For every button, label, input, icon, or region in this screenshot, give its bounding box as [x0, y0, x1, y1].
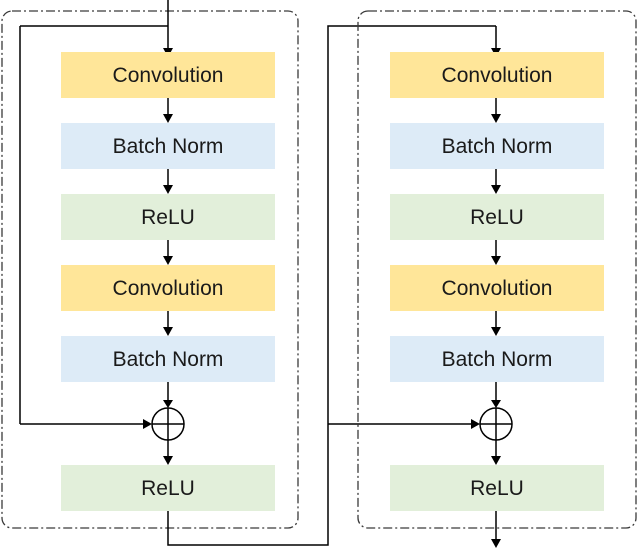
arrow-right-icon — [143, 419, 152, 429]
arrow-down-icon — [491, 327, 501, 336]
block-2-frame — [357, 10, 637, 529]
layer-conv-1: Convolution — [61, 52, 275, 98]
arrow-down-icon — [163, 256, 173, 265]
layer-label: ReLU — [470, 206, 524, 229]
circled-plus-icon — [479, 407, 513, 441]
layer-label: ReLU — [141, 206, 195, 229]
arrow-down-icon — [491, 256, 501, 265]
arrow-down-icon — [163, 114, 173, 123]
arrow-down-icon — [491, 400, 501, 408]
layer-label: Convolution — [113, 277, 224, 300]
layer-batchnorm-1: Batch Norm — [390, 123, 604, 169]
layer-label: Convolution — [113, 64, 224, 87]
arrow-down-icon — [163, 456, 173, 465]
layer-relu-output: ReLU — [390, 465, 604, 511]
layer-batchnorm-2: Batch Norm — [390, 336, 604, 382]
layer-conv-2: Convolution — [390, 265, 604, 311]
layer-relu-1: ReLU — [390, 194, 604, 240]
layer-label: Batch Norm — [113, 348, 224, 371]
inter-block-connection — [167, 25, 496, 546]
arrow-down-icon — [163, 400, 173, 408]
layer-relu-1: ReLU — [61, 194, 275, 240]
circled-plus-icon — [151, 407, 185, 441]
residual-block-1: Convolution Batch Norm ReLU Convolution … — [1, 0, 299, 529]
arrow-down-icon — [491, 539, 501, 548]
residual-block-2: Convolution Batch Norm ReLU Convolution … — [328, 10, 637, 548]
layer-label: ReLU — [470, 477, 524, 500]
block-1-frame — [1, 10, 299, 529]
layer-label: Batch Norm — [442, 135, 553, 158]
arrow-down-icon — [491, 456, 501, 465]
layer-batchnorm-2: Batch Norm — [61, 336, 275, 382]
arrow-right-icon — [471, 419, 480, 429]
arrow-down-icon — [163, 185, 173, 194]
layer-batchnorm-1: Batch Norm — [61, 123, 275, 169]
arrow-down-icon — [163, 327, 173, 336]
arrow-down-icon — [491, 114, 501, 123]
layer-conv-2: Convolution — [61, 265, 275, 311]
layer-label: Batch Norm — [113, 135, 224, 158]
layer-label: Convolution — [442, 64, 553, 87]
layer-label: Batch Norm — [442, 348, 553, 371]
layer-label: Convolution — [442, 277, 553, 300]
arrow-down-icon — [491, 185, 501, 194]
layer-label: ReLU — [141, 477, 195, 500]
layer-relu-output: ReLU — [61, 465, 275, 511]
layer-conv-1: Convolution — [390, 52, 604, 98]
